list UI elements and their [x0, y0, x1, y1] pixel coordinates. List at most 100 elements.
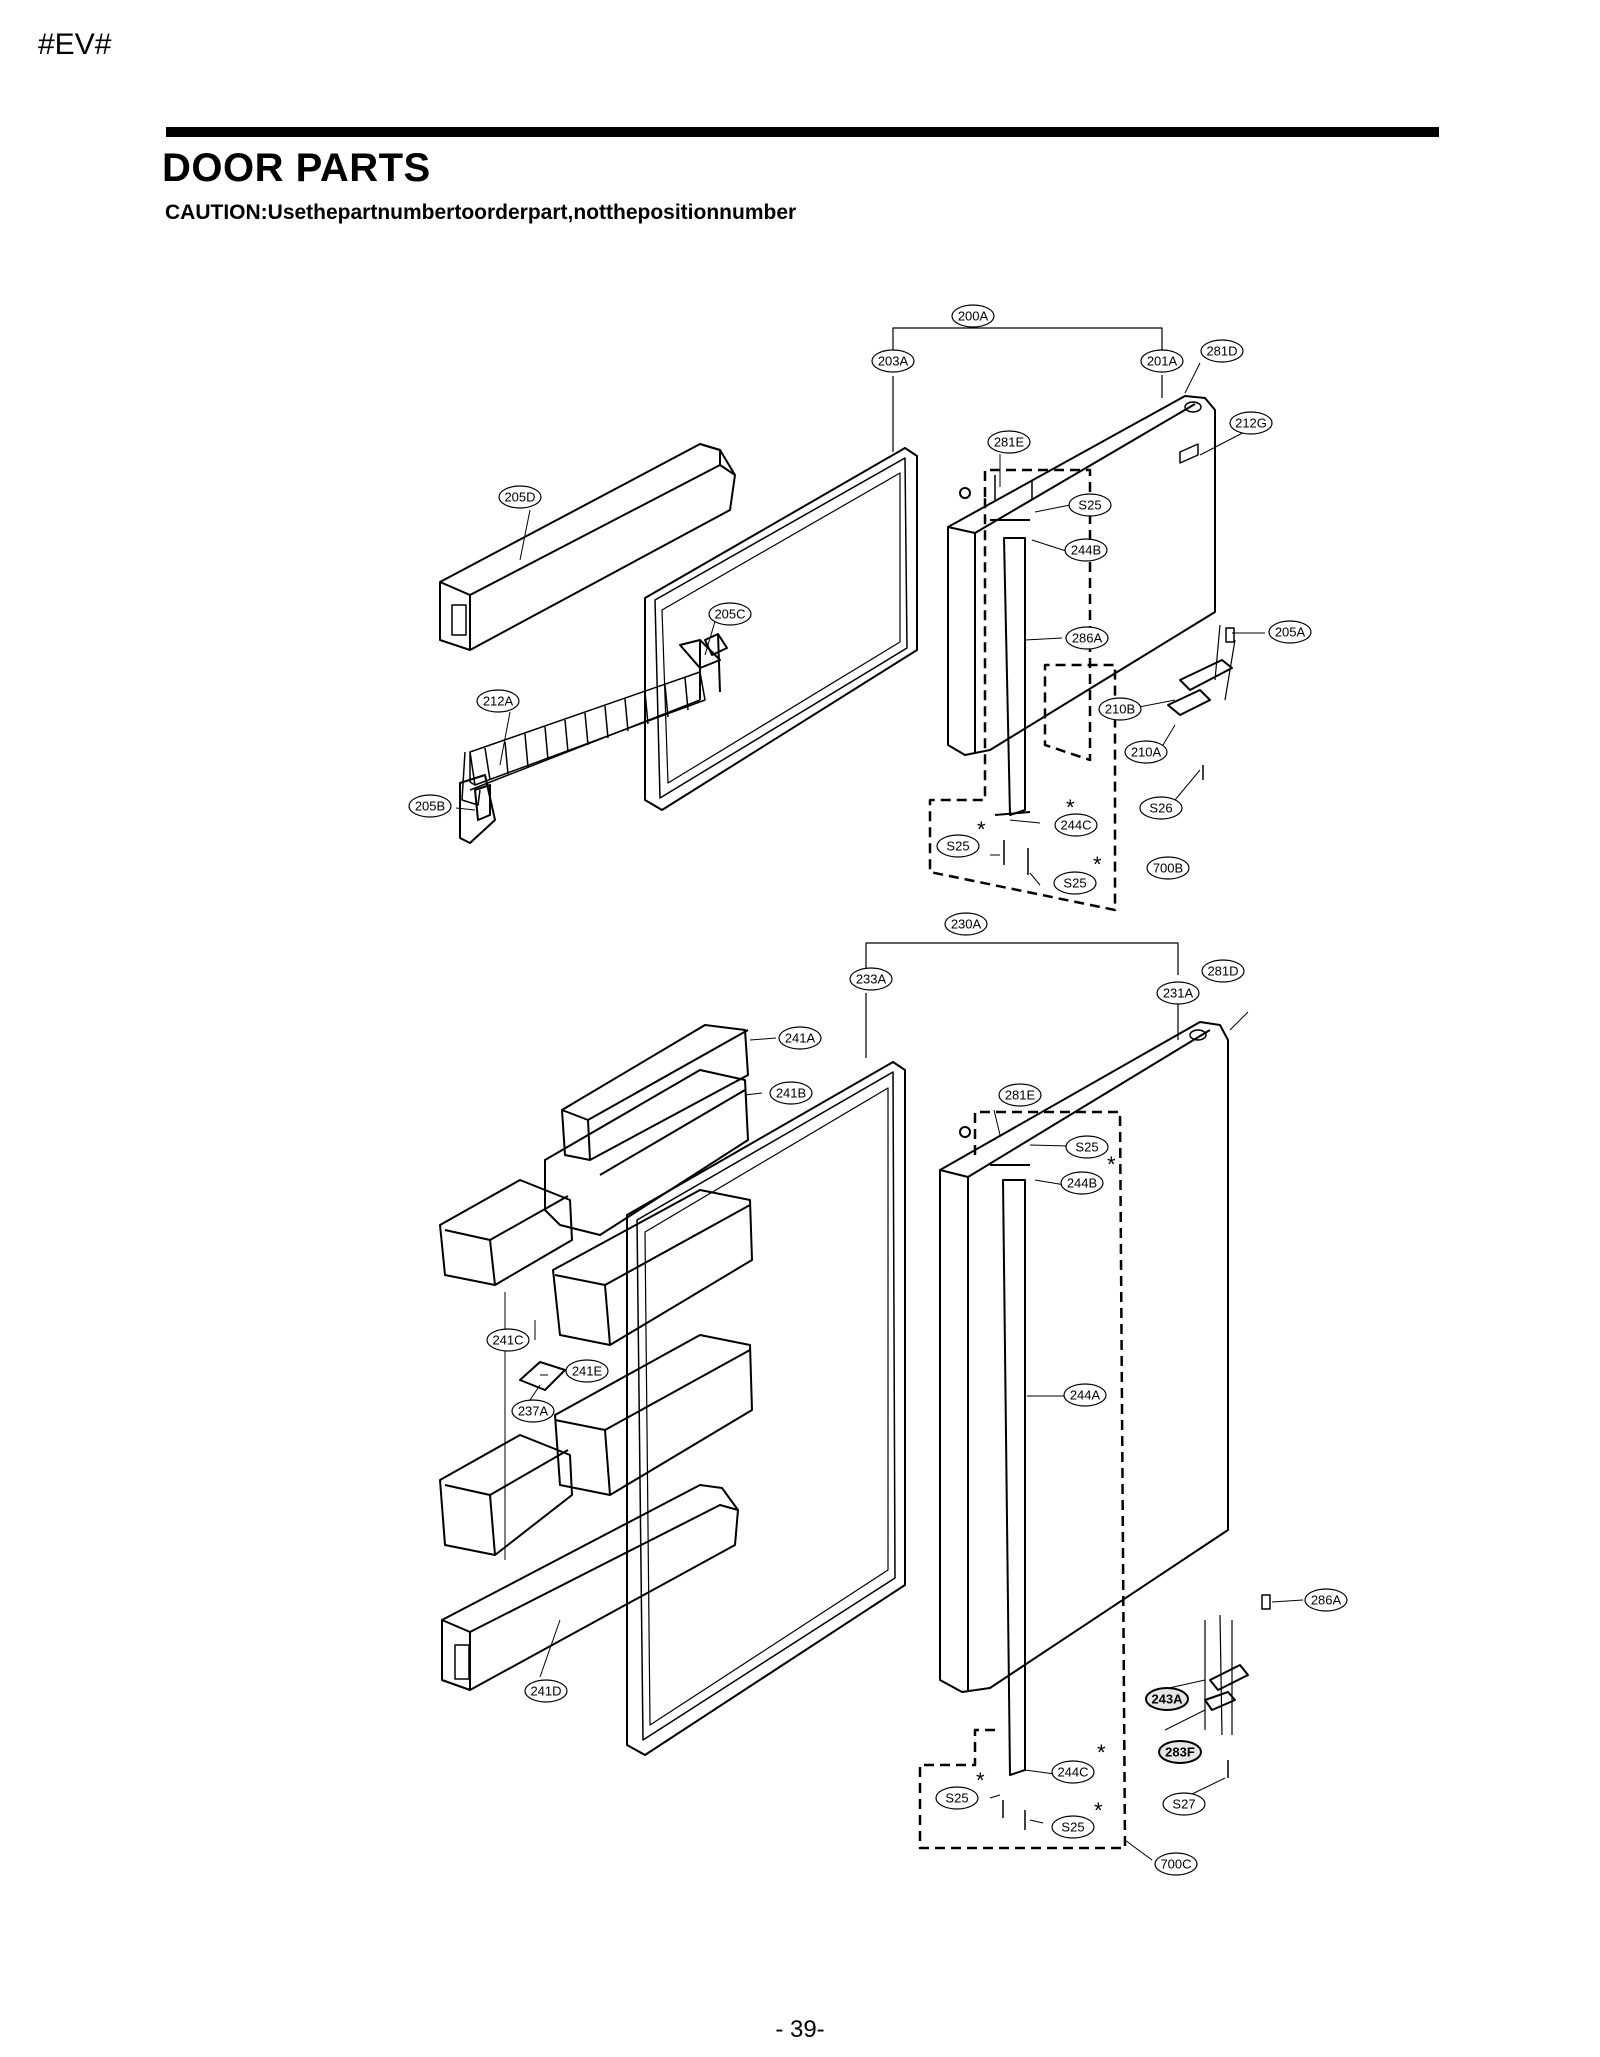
part-label: 212G: [1235, 416, 1267, 431]
part-label: 200A: [958, 309, 989, 324]
door-panel-231a: [939, 1021, 1229, 1693]
kit-asterisk: *: [976, 1768, 985, 1793]
part-callout-205b: 205B: [408, 794, 452, 818]
part-callout-244c: 244C: [1054, 813, 1098, 837]
kit-asterisk: *: [977, 817, 986, 842]
upper-door-assembly: [439, 327, 1265, 912]
kit-asterisk: *: [1107, 1152, 1116, 1177]
part-label: 203A: [878, 354, 909, 369]
part-callout-203a: 203A: [871, 349, 915, 373]
bracket-205c: [679, 633, 728, 700]
part-label: S25: [1075, 1140, 1098, 1155]
shelf-205d: [439, 443, 736, 651]
bin-241b: [544, 1069, 749, 1236]
part-callout-244c: 244C: [1051, 1760, 1095, 1784]
part-callout-241a: 241A: [778, 1026, 822, 1050]
part-callout-283f: 283F: [1158, 1740, 1202, 1764]
part-label: 283F: [1165, 1745, 1195, 1760]
title-rule: [166, 127, 1439, 137]
part-callout-s26: S26: [1139, 796, 1183, 820]
part-label: 241A: [785, 1031, 816, 1046]
gasket-203a: [644, 447, 918, 811]
part-callout-281d: 281D: [1201, 959, 1245, 983]
part-label: S27: [1172, 1797, 1195, 1812]
part-label: 210A: [1131, 745, 1162, 760]
part-label: 241B: [776, 1086, 806, 1101]
part-callout-s25: S25: [936, 834, 980, 858]
part-callout-200a: 200A: [951, 304, 995, 328]
hinge-243a: [1204, 1614, 1249, 1736]
part-callout-230a: 230A: [944, 912, 988, 936]
bin-middle-lower: [554, 1334, 753, 1496]
part-label: S25: [945, 1791, 968, 1806]
part-callout-286a: 286A: [1304, 1588, 1348, 1612]
part-callout-281d: 281D: [1200, 339, 1244, 363]
part-label: 241D: [530, 1684, 561, 1699]
bin-241c-upper: [439, 1179, 573, 1286]
part-callout-201a: 201A: [1140, 349, 1184, 373]
door-panel-201a: [947, 395, 1216, 756]
kit-outline-700b: [928, 468, 1117, 912]
part-label: 244C: [1060, 818, 1091, 833]
part-callout-212a: 212A: [476, 689, 520, 713]
part-callout-700c: 700C: [1154, 1852, 1198, 1876]
part-label: 205B: [415, 799, 445, 814]
part-callout-205c: 205C: [708, 602, 752, 626]
part-label: S25: [946, 839, 969, 854]
gasket-233a: [626, 1061, 906, 1756]
page-title: DOOR PARTS: [162, 146, 431, 190]
part-callout-205a: 205A: [1268, 620, 1312, 644]
kit-outline-700c: [918, 1110, 1127, 1850]
part-label: 231A: [1163, 986, 1194, 1001]
part-callout-243a: 243A: [1145, 1687, 1189, 1711]
part-label: 244A: [1070, 1388, 1101, 1403]
basket-205a: [461, 671, 706, 806]
hinge-210: [1167, 624, 1236, 716]
part-callout-s25: S25: [1068, 493, 1112, 517]
leaders-upper: [455, 362, 1265, 886]
part-callout-241b: 241B: [769, 1081, 813, 1105]
part-callout-s25: S25: [935, 1786, 979, 1810]
part-label: 286A: [1072, 631, 1103, 646]
part-callout-s27: S27: [1162, 1792, 1206, 1816]
part-label: S25: [1078, 498, 1101, 513]
part-label: 205C: [714, 607, 745, 622]
kit-asterisk: *: [1093, 852, 1102, 877]
part-label: 210B: [1105, 702, 1135, 717]
end-cap-205b: [459, 774, 496, 844]
part-label: 201A: [1147, 354, 1178, 369]
part-label: 244C: [1057, 1765, 1088, 1780]
part-label: 281D: [1206, 344, 1237, 359]
part-callout-286a: 286A: [1065, 626, 1109, 650]
part-label: 205A: [1275, 625, 1306, 640]
handle-212a: [959, 475, 1033, 816]
part-callout-210a: 210A: [1124, 740, 1168, 764]
part-callout-s25: S25: [1065, 1135, 1109, 1159]
part-label: 281D: [1207, 964, 1238, 979]
part-callout-241e: 241E: [565, 1359, 609, 1383]
part-label: 281E: [994, 435, 1025, 450]
leaders-lower: [504, 1011, 1304, 1861]
part-label: 700B: [1153, 861, 1183, 876]
part-callout-s25: S25: [1051, 1815, 1095, 1839]
bin-middle-upper: [552, 1189, 753, 1346]
document-code: #EV#: [38, 28, 112, 61]
screws-upper: [1003, 627, 1235, 875]
part-callout-241d: 241D: [524, 1679, 568, 1703]
part-callout-205d: 205D: [498, 485, 542, 509]
part-callout-237a: 237A: [511, 1399, 555, 1423]
part-label: 244B: [1071, 543, 1101, 558]
part-callout-700b: 700B: [1146, 856, 1190, 880]
part-callout-244a: 244A: [1063, 1383, 1107, 1407]
part-callout-231a: 231A: [1156, 981, 1200, 1005]
part-label: S26: [1149, 801, 1172, 816]
part-label: 230A: [951, 917, 982, 932]
part-label: 241E: [572, 1364, 603, 1379]
part-callout-281e: 281E: [987, 430, 1031, 454]
part-label: 212A: [483, 694, 514, 709]
caution-note: CAUTION:Usethepartnumbertoorderpart,nott…: [165, 201, 797, 224]
part-callout-281e: 281E: [998, 1083, 1042, 1107]
bin-241a: [561, 1024, 749, 1161]
clip-237a: [519, 1361, 566, 1391]
